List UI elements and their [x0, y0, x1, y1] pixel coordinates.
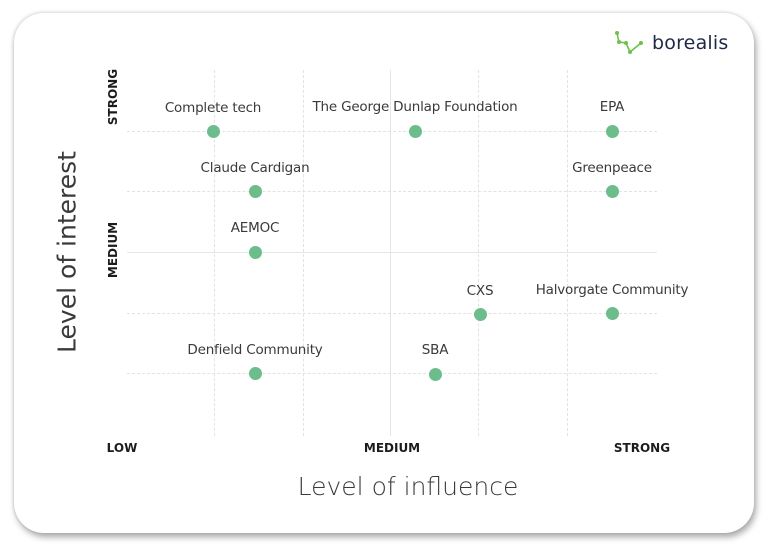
point-label: The George Dunlap Foundation [312, 99, 518, 115]
chart-card [14, 13, 754, 533]
data-point-denfield-community [248, 366, 262, 380]
x-tick-strong: STRONG [613, 441, 671, 455]
grid-line-horizontal [127, 131, 657, 132]
x-tick-medium: MEDIUM [363, 441, 421, 455]
data-point-george-dunlap-foundation [408, 124, 422, 138]
x-tick-low: LOW [106, 441, 138, 455]
data-point-aemoc [248, 245, 262, 259]
point-label: Greenpeace [572, 160, 652, 176]
y-tick-strong: STRONG [106, 68, 120, 126]
point-label: Denfield Community [187, 342, 323, 358]
grid-line-vertical [303, 70, 304, 436]
data-point-claude-cardigan [248, 184, 262, 198]
point-label: Claude Cardigan [200, 160, 310, 176]
grid-line-vertical [478, 70, 479, 436]
data-point-greenpeace [605, 184, 619, 198]
point-label: Halvorgate Community [535, 282, 689, 298]
constellation-icon [615, 31, 643, 54]
grid-line-vertical-center [390, 70, 391, 436]
data-point-sba [428, 367, 442, 381]
y-tick-medium: MEDIUM [106, 221, 120, 279]
data-point-cxs [473, 307, 487, 321]
grid-line-horizontal-center [127, 252, 657, 253]
point-label: AEMOC [230, 220, 280, 236]
borealis-logo: borealis [614, 30, 728, 56]
point-label: CXS [466, 283, 494, 299]
point-label: EPA [599, 99, 625, 115]
data-point-complete-tech [206, 124, 220, 138]
x-axis-title: Level of influence [297, 472, 519, 501]
grid-line-horizontal [127, 191, 657, 192]
y-axis-title: Level of interest [52, 151, 82, 353]
grid-line-horizontal [127, 313, 657, 314]
point-label: Complete tech [164, 100, 262, 116]
grid-line-vertical [214, 70, 215, 436]
data-point-epa [605, 124, 619, 138]
data-point-halvorgate-community [605, 306, 619, 320]
grid-line-vertical [567, 70, 568, 436]
brand-name: borealis [652, 32, 729, 54]
point-label: SBA [421, 342, 449, 358]
grid-line-horizontal [127, 373, 657, 374]
